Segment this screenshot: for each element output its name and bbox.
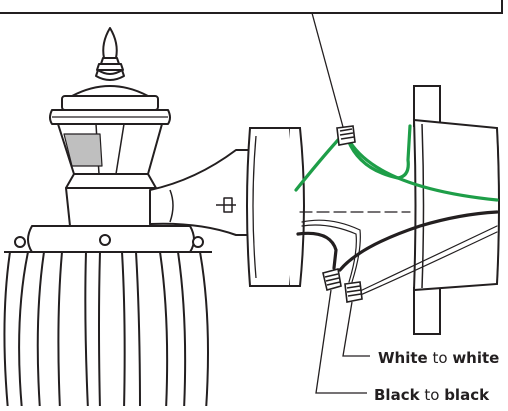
wires [294, 124, 499, 297]
wire-nut-ground [336, 125, 356, 146]
label-white-to-white: White to white [378, 349, 499, 367]
lantern-glass [3, 251, 212, 411]
lantern-cap [49, 85, 171, 125]
black-wire-house [338, 210, 499, 272]
wire-nuts [322, 125, 363, 303]
motion-sensor-window [63, 133, 103, 167]
wire-nut-black [322, 268, 342, 291]
junction-box [412, 85, 500, 335]
wire-nut-white [344, 281, 363, 303]
callout-box [0, 0, 503, 128]
leader-lines [315, 289, 370, 394]
leader-black [315, 289, 367, 394]
black-wire-fixture [296, 231, 338, 270]
white-wire-house [357, 225, 498, 293]
fixture-canopy [246, 127, 305, 287]
white-wire-fixture [301, 219, 361, 283]
label-black-to-black: Black to black [374, 386, 490, 404]
lantern-fixture [3, 27, 251, 411]
finial [95, 27, 125, 81]
sensor-housing [57, 123, 163, 175]
mounting-arm [149, 149, 251, 236]
ground-wire-fixture [294, 138, 340, 192]
ground-wire-house [348, 140, 499, 202]
leader-white [342, 301, 370, 357]
